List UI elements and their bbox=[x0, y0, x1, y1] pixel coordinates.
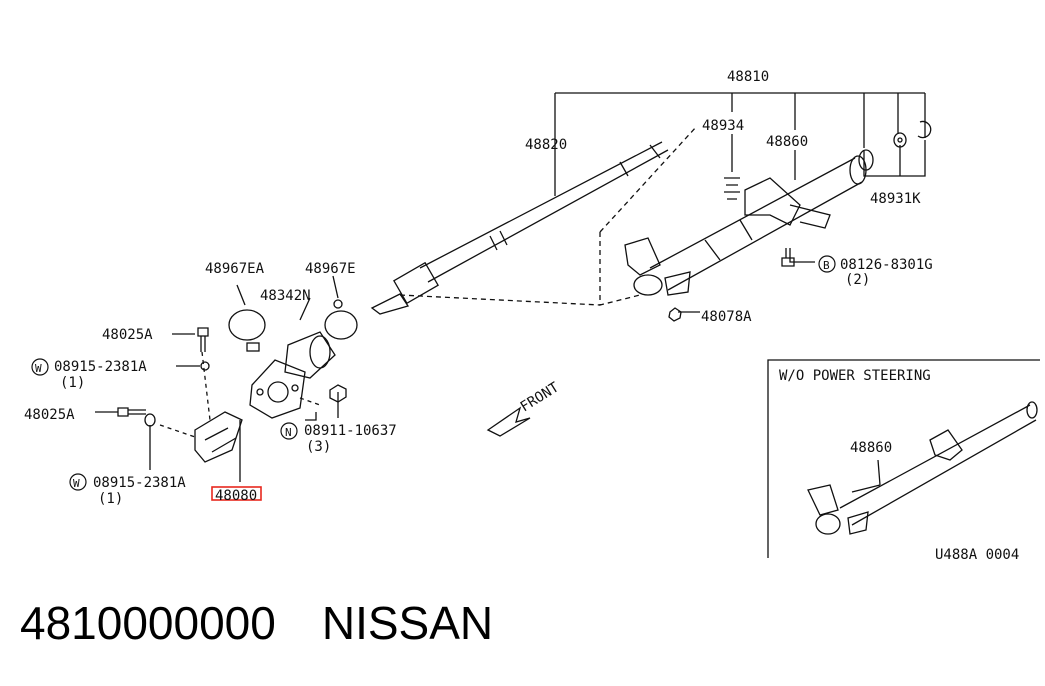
inset-title: W/O POWER STEERING bbox=[779, 368, 931, 384]
label-48860: 48860 bbox=[766, 134, 808, 150]
symbol-w-top: W bbox=[35, 362, 42, 375]
leader-48931k bbox=[863, 140, 926, 177]
label-48025a-bot: 48025A bbox=[24, 407, 75, 423]
symbol-b: B bbox=[823, 259, 830, 272]
symbol-n: N bbox=[285, 426, 292, 439]
label-48810: 48810 bbox=[727, 69, 769, 85]
leader-48810 bbox=[554, 92, 926, 196]
label-08915-top: 08915-2381A bbox=[54, 359, 147, 375]
label-08915-bot-qty: (1) bbox=[98, 491, 123, 507]
inset-label-48860: 48860 bbox=[850, 440, 892, 456]
diagram-code: U488A 0004 bbox=[935, 547, 1019, 563]
label-08915-bot: 08915-2381A bbox=[93, 475, 186, 491]
label-48080[interactable]: 48080 bbox=[215, 488, 257, 504]
intermediate-shaft bbox=[419, 141, 669, 283]
front-label: FRONT bbox=[518, 379, 563, 415]
label-48078a: 48078A bbox=[701, 309, 752, 325]
symbol-w-bot: W bbox=[73, 477, 80, 490]
brand-name: NISSAN bbox=[321, 597, 494, 649]
highlight-box bbox=[211, 486, 262, 501]
footer: 4810000000 NISSAN bbox=[20, 596, 493, 650]
inset-frame bbox=[767, 359, 1040, 558]
column-tube bbox=[649, 157, 863, 291]
label-48931k: 48931K bbox=[870, 191, 921, 207]
label-48934: 48934 bbox=[702, 118, 744, 134]
part-number: 4810000000 bbox=[20, 597, 276, 649]
label-48967e: 48967E bbox=[305, 261, 356, 277]
u-joint bbox=[194, 411, 243, 463]
label-08126-qty: (2) bbox=[845, 272, 870, 288]
label-08911: 08911-10637 bbox=[304, 423, 397, 439]
label-08915-top-qty: (1) bbox=[60, 375, 85, 391]
label-48025a-top: 48025A bbox=[102, 327, 153, 343]
boot bbox=[284, 331, 336, 379]
label-08911-qty: (3) bbox=[306, 439, 331, 455]
label-48820: 48820 bbox=[525, 137, 567, 153]
label-48967ea: 48967EA bbox=[205, 261, 265, 277]
label-08126: 08126-8301G bbox=[840, 257, 933, 273]
label-48342n: 48342N bbox=[260, 288, 311, 304]
